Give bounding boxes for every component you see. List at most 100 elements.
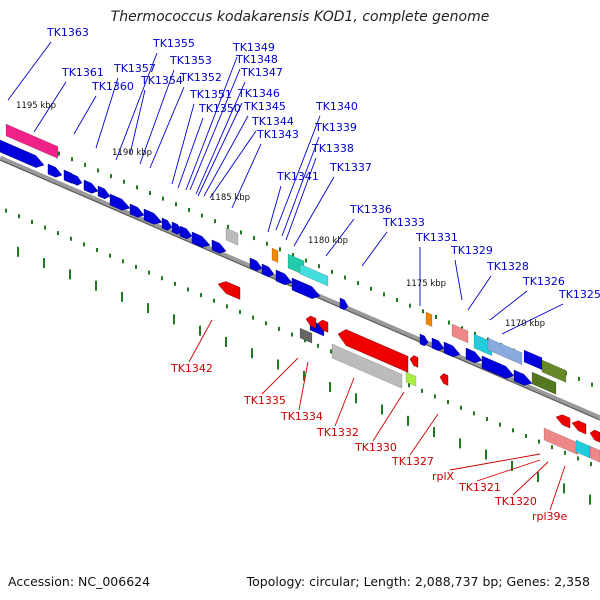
forward-gene-arrow: [481, 355, 515, 379]
gene-label-tk1341[interactable]: TK1341: [276, 170, 319, 183]
leader-line: [177, 117, 204, 189]
forward-gene-arrow: [179, 225, 193, 240]
forward-gene-arrow: [419, 333, 429, 347]
forward-gene-arrow: [47, 163, 63, 178]
gene-block-salmon-2: [543, 427, 579, 456]
gene-label-tk1336[interactable]: TK1336: [349, 203, 392, 216]
gene-label-tk1343[interactable]: TK1343: [256, 128, 299, 141]
gene-label-tk1357[interactable]: TK1357: [113, 62, 156, 75]
gene-label-tk1325[interactable]: TK1325: [558, 288, 600, 301]
leader-line: [195, 81, 246, 195]
leader-line: [361, 231, 388, 267]
gene-label-tk1340[interactable]: TK1340: [315, 100, 358, 113]
gene-label-tk1347[interactable]: TK1347: [240, 66, 283, 79]
gene-label-tk1350[interactable]: TK1350: [198, 102, 241, 115]
gene-label-tk1335[interactable]: TK1335: [243, 394, 286, 407]
label-leader-lines: [7, 41, 566, 511]
gene-label-tk1320[interactable]: TK1320: [494, 495, 537, 508]
gene-label-tk1344[interactable]: TK1344: [251, 115, 294, 128]
gene-label-tk1333[interactable]: TK1333: [382, 216, 425, 229]
gene-block-orange-2: [425, 311, 433, 327]
leader-line: [325, 218, 355, 257]
leader-line: [188, 319, 213, 363]
gene-label-tk1360[interactable]: TK1360: [91, 80, 134, 93]
leader-line: [129, 89, 146, 155]
gene-labels: TK1363TK1361TK1360TK1357TK1355TK1354TK13…: [46, 26, 600, 523]
gene-block-darkgray: [299, 327, 313, 344]
gene-label-tk1342[interactable]: TK1342: [170, 362, 213, 375]
forward-gene-arrow: [143, 208, 163, 225]
accession-text: Accession: NC_006624: [8, 574, 151, 589]
gene-label-tk1345[interactable]: TK1345: [243, 100, 286, 113]
gene-label-tk1329[interactable]: TK1329: [450, 244, 493, 257]
gene-block-salmon-3: [589, 445, 600, 463]
forward-gene-arrow: [171, 221, 183, 235]
leader-line: [33, 81, 67, 133]
leader-line: [512, 461, 549, 496]
forward-gene-arrow: [275, 269, 293, 286]
scale-label: 1180 kbp: [308, 236, 348, 246]
leader-line: [171, 103, 195, 185]
gene-label-tk1331[interactable]: TK1331: [415, 231, 458, 244]
forward-gene-arrow: [249, 257, 263, 272]
gene-label-tk1328[interactable]: TK1328: [486, 260, 529, 273]
reverse-gene-arrow: [571, 420, 587, 435]
gene-label-tk1353[interactable]: TK1353: [169, 54, 212, 67]
gene-label-tk1361[interactable]: TK1361: [61, 66, 104, 79]
gene-label-tk1321[interactable]: TK1321: [458, 481, 501, 494]
gene-label-tk1339[interactable]: TK1339: [314, 121, 357, 134]
gene-label-tk1352[interactable]: TK1352: [179, 71, 222, 84]
forward-gene-arrow: [71, 173, 83, 186]
gene-block-lightgray: [331, 343, 403, 389]
scale-label: 1190 kbp: [112, 148, 152, 158]
gene-label-tk1351[interactable]: TK1351: [189, 88, 232, 101]
gene-label-tk1326[interactable]: TK1326: [522, 275, 565, 288]
leader-line: [139, 69, 175, 165]
gene-label-tk1348[interactable]: TK1348: [235, 53, 278, 66]
leader-line: [231, 143, 262, 209]
scale-label: 1195 kbp: [16, 101, 56, 111]
reverse-gene-arrow: [217, 281, 241, 300]
forward-gene-arrow: [129, 203, 145, 218]
gene-label-tk1355[interactable]: TK1355: [152, 37, 195, 50]
gene-label-tk1346[interactable]: TK1346: [237, 87, 280, 100]
leader-line: [293, 176, 335, 247]
leader-line: [95, 77, 119, 149]
leader-line: [454, 259, 463, 301]
reverse-gene-arrow: [305, 315, 317, 329]
gene-block-olive: [541, 359, 567, 383]
leader-line: [334, 377, 355, 427]
leader-line: [209, 130, 257, 199]
forward-gene-arrow: [431, 337, 445, 352]
gene-label-tk1332[interactable]: TK1332: [316, 426, 359, 439]
leader-line: [197, 102, 243, 197]
gene-label-tk1334[interactable]: TK1334: [280, 410, 323, 423]
leader-line: [476, 459, 541, 482]
forward-gene-arrow: [291, 277, 321, 299]
gene-label-tk1327[interactable]: TK1327: [391, 455, 434, 468]
gene-label-tk1330[interactable]: TK1330: [354, 441, 397, 454]
gene-label-tk1363[interactable]: TK1363: [46, 26, 89, 39]
scale-label: 1175 kbp: [406, 279, 446, 289]
forward-gene-arrow: [339, 297, 349, 311]
forward-gene-arrow: [161, 217, 173, 231]
gene-block-blue: [523, 349, 543, 371]
gene-features: [0, 123, 600, 463]
reverse-gene-arrow: [439, 373, 449, 386]
leader-line: [267, 185, 282, 233]
leader-line: [285, 157, 317, 241]
gene-block-orange: [271, 247, 279, 263]
gene-label-tk1354[interactable]: TK1354: [140, 74, 183, 87]
gene-label-tk1338[interactable]: TK1338: [311, 142, 354, 155]
forward-gene-arrow: [513, 369, 533, 386]
gene-label-rplx[interactable]: rplX: [432, 470, 455, 483]
leader-line: [489, 290, 528, 321]
gene-label-tk1349[interactable]: TK1349: [232, 41, 275, 54]
leader-line: [189, 68, 241, 191]
gene-block-salmon: [451, 323, 469, 344]
gene-label-rpl39e[interactable]: rpl39e: [532, 510, 568, 523]
leader-line: [501, 303, 564, 335]
gene-block-pink: [5, 123, 59, 159]
gene-label-tk1337[interactable]: TK1337: [329, 161, 372, 174]
